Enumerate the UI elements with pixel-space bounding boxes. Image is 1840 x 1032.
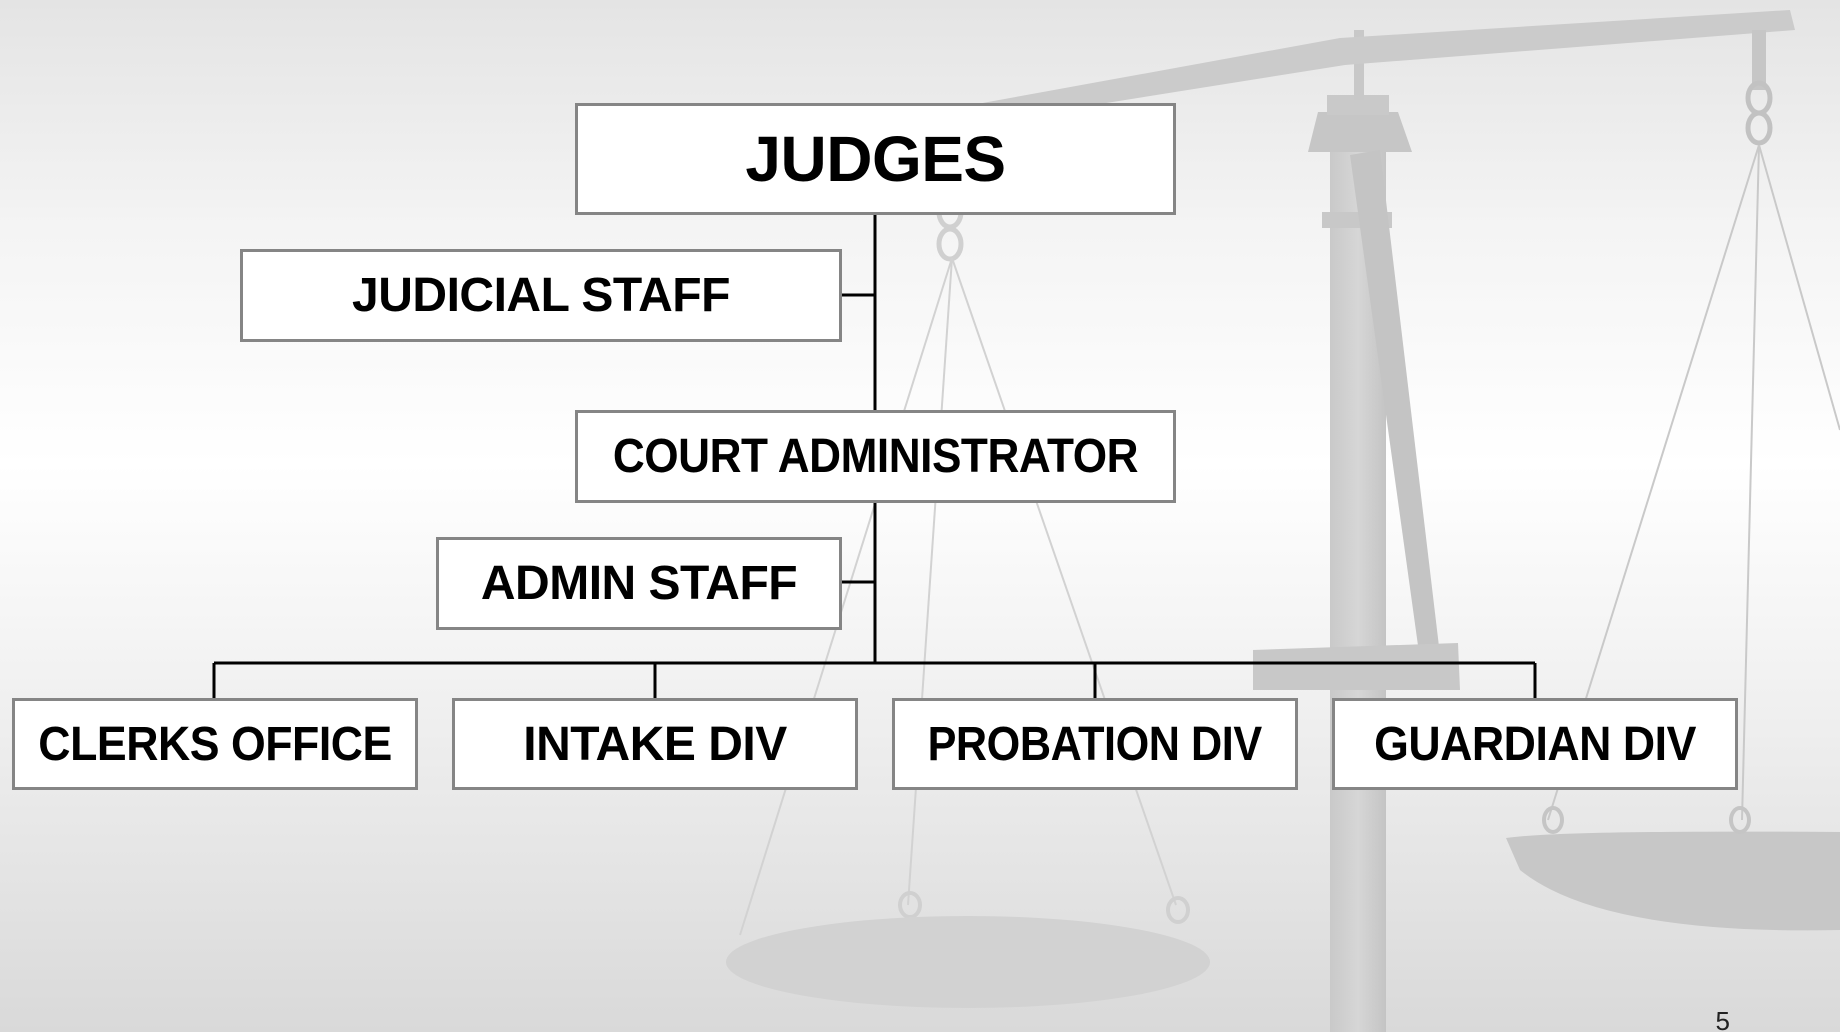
intake-div-label: INTAKE DIV: [523, 717, 787, 771]
probation-div-label: PROBATION DIV: [927, 717, 1263, 771]
judicial-staff-label: JUDICIAL STAFF: [352, 269, 730, 322]
probation-div-box: PROBATION DIV: [892, 698, 1298, 790]
intake-div-box: INTAKE DIV: [452, 698, 858, 790]
guardian-div-box: GUARDIAN DIV: [1332, 698, 1738, 790]
judges-label: JUDGES: [745, 123, 1006, 195]
court-administrator-label: COURT ADMINISTRATOR: [612, 430, 1139, 483]
slide-number: 5: [1715, 1006, 1730, 1032]
admin-staff-box: ADMIN STAFF: [436, 537, 842, 630]
clerks-office-label: CLERKS OFFICE: [38, 717, 392, 771]
judicial-staff-box: JUDICIAL STAFF: [240, 249, 842, 342]
clerks-office-box: CLERKS OFFICE: [12, 698, 418, 790]
court-administrator-box: COURT ADMINISTRATOR: [575, 410, 1176, 503]
judges-box: JUDGES: [575, 103, 1176, 215]
guardian-div-label: GUARDIAN DIV: [1374, 717, 1696, 771]
admin-staff-label: ADMIN STAFF: [480, 557, 798, 610]
